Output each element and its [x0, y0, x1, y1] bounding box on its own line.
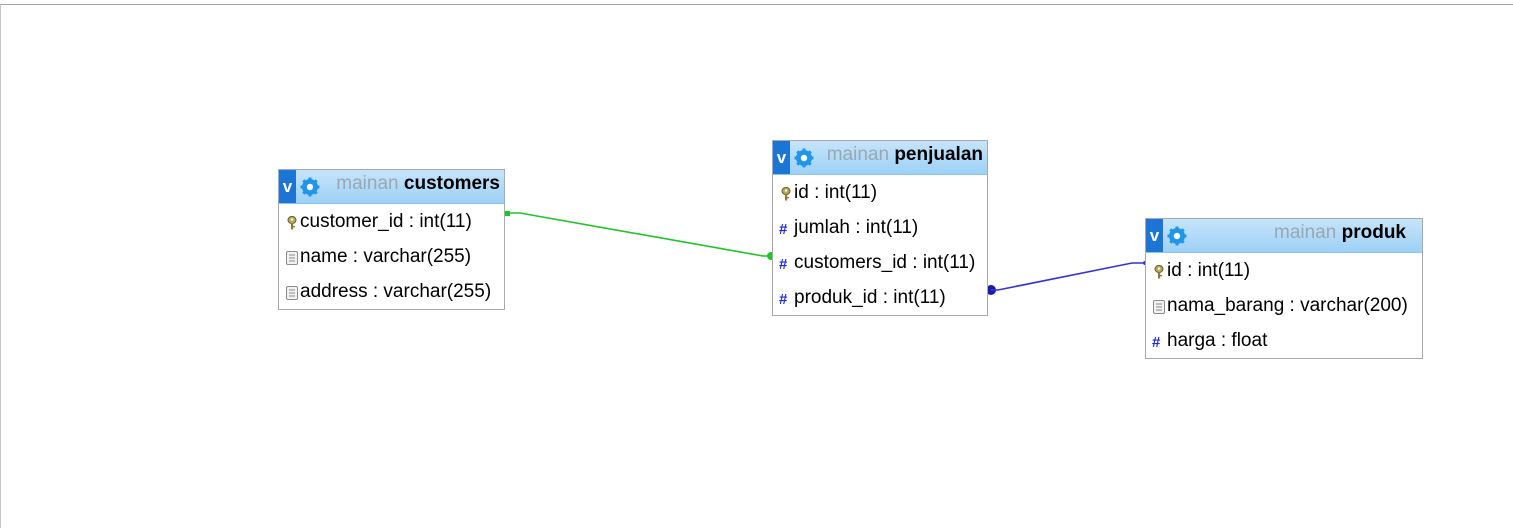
table-name: customers — [403, 173, 500, 194]
relation-end-marker — [505, 211, 510, 216]
table-name: produk — [1341, 222, 1406, 243]
gear-icon[interactable] — [1167, 226, 1187, 246]
column-row[interactable]: # harga : float — [1146, 323, 1422, 358]
collapse-toggle[interactable]: v — [773, 141, 790, 174]
hash-icon: # — [1152, 334, 1161, 351]
text-field-icon — [1153, 300, 1165, 314]
relation-customers-penjualan[interactable] — [505, 211, 775, 260]
key-icon — [781, 187, 791, 201]
text-field-icon — [286, 286, 298, 300]
gear-icon[interactable] — [300, 177, 320, 197]
column-row[interactable]: name : varchar(255) — [279, 239, 504, 274]
table-customers[interactable]: v mainan customers — [278, 169, 505, 310]
column-label: id : int(11) — [1167, 260, 1251, 281]
column-label: jumlah : int(11) — [794, 217, 919, 238]
canvas-top-border — [0, 4, 1513, 5]
database-name: mainan — [336, 173, 399, 194]
column-row[interactable]: # produk_id : int(11) — [773, 280, 987, 315]
relation-penjualan-produk[interactable] — [986, 261, 1147, 295]
table-produk[interactable]: v mainan produk — [1145, 218, 1423, 359]
table-header[interactable]: v mainan produk — [1146, 219, 1422, 253]
hash-icon: # — [779, 291, 788, 308]
hash-icon: # — [779, 221, 788, 238]
column-row[interactable]: customer_id : int(11) — [279, 204, 504, 239]
column-label: id : int(11) — [794, 182, 878, 203]
column-row[interactable]: address : varchar(255) — [279, 274, 504, 309]
key-icon — [1154, 265, 1164, 279]
table-title[interactable]: mainan penjualan — [827, 141, 983, 169]
key-icon — [287, 216, 297, 230]
table-header[interactable]: v mainan customers — [279, 170, 504, 204]
hash-icon: # — [779, 256, 788, 273]
column-row[interactable]: # jumlah : int(11) — [773, 210, 987, 245]
table-title[interactable]: mainan produk — [1274, 219, 1406, 247]
column-row[interactable]: id : int(11) — [1146, 253, 1422, 288]
database-name: mainan — [826, 144, 890, 165]
collapse-toggle[interactable]: v — [279, 170, 296, 203]
table-name: penjualan — [894, 144, 983, 165]
column-label: address : varchar(255) — [300, 281, 492, 302]
column-row[interactable]: nama_barang : varchar(200) — [1146, 288, 1422, 323]
column-label: name : varchar(255) — [300, 246, 472, 267]
table-penjualan[interactable]: v mainan penjualan — [772, 140, 988, 316]
column-label: customers_id : int(11) — [794, 252, 976, 273]
text-field-icon — [286, 251, 298, 265]
canvas-left-border — [0, 4, 1, 528]
collapse-toggle[interactable]: v — [1146, 219, 1163, 252]
column-row[interactable]: id : int(11) — [773, 175, 987, 210]
gear-icon[interactable] — [794, 148, 814, 168]
column-label: customer_id : int(11) — [300, 211, 472, 232]
table-header[interactable]: v mainan penjualan — [773, 141, 987, 175]
table-title[interactable]: mainan customers — [336, 170, 500, 198]
column-row[interactable]: # customers_id : int(11) — [773, 245, 987, 280]
column-label: harga : float — [1167, 330, 1268, 351]
column-label: nama_barang : varchar(200) — [1167, 295, 1408, 316]
database-name: mainan — [1274, 222, 1337, 243]
column-label: produk_id : int(11) — [794, 287, 946, 308]
